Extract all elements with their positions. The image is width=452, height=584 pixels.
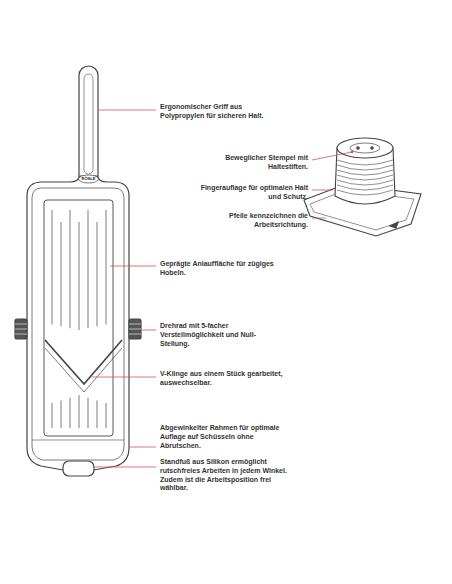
plate [44, 200, 113, 436]
callout-label: V-Klinge aus einem Stück gearbeitet, aus… [160, 370, 295, 388]
leader-line [94, 467, 156, 468]
leader-lines [92, 110, 352, 467]
logo-oval [79, 175, 99, 183]
callout-label: Beweglicher Stempel mit Haltestiften. [198, 154, 308, 172]
knob-right [129, 319, 141, 339]
ridge [337, 170, 393, 175]
slots [52, 210, 106, 428]
slot [79, 222, 80, 330]
slot [79, 395, 80, 428]
slot [106, 210, 107, 325]
ridge [337, 185, 393, 190]
stamp-inner [350, 143, 380, 153]
frame [27, 176, 129, 470]
knob-ridges [15, 324, 141, 334]
callout-label: Drehrad mit 5-facher Verstellmöglichkeit… [160, 322, 285, 348]
callout-label: Pfeile kennzeichnen die Arbeitsrichtung. [198, 212, 308, 230]
ridge [337, 175, 393, 180]
pusher-ridges [337, 160, 393, 195]
handle-groove [84, 74, 93, 174]
leader-line [312, 218, 326, 219]
slot [70, 398, 71, 428]
ridge [337, 180, 393, 185]
pusher [304, 138, 421, 236]
holding-pin [371, 147, 373, 149]
direction-arrow [390, 222, 398, 228]
slot [52, 210, 53, 325]
callout-label: Ergonomischer Griff aus Polypropylen für… [160, 103, 280, 121]
slot [61, 400, 62, 428]
slot [97, 400, 98, 428]
slot [61, 222, 62, 326]
mandoline [15, 66, 141, 476]
frame-inner [32, 188, 124, 460]
v-blade-edge [45, 348, 122, 392]
stamp-top [337, 138, 393, 158]
callout-label: Standfuß aus Silikon ermöglicht rutschfr… [160, 458, 300, 493]
knob-left [15, 319, 27, 339]
handle [79, 66, 98, 186]
callout-label: Geprägte Anlauffläche für zügiges Hobeln… [160, 260, 280, 278]
ridge [337, 165, 393, 170]
callout-label: Fingerauflage für optimalen Halt und Sch… [198, 184, 308, 202]
leader-dots [351, 151, 354, 154]
holding-pin [357, 147, 359, 149]
brand-logo: RÖSLE [82, 177, 96, 181]
ridge [337, 190, 393, 195]
frame-angle [32, 440, 124, 441]
slot [70, 210, 71, 328]
callout-label: Abgewinkelter Rahmen für optimale Auflag… [160, 424, 295, 450]
leader-line [312, 190, 333, 191]
slot [52, 403, 53, 428]
silicone-foot [63, 461, 94, 476]
leader-line [142, 330, 156, 331]
leader-line [97, 110, 156, 111]
ridge [337, 160, 393, 165]
slot [97, 222, 98, 326]
slot [88, 210, 89, 328]
leader-line [312, 152, 352, 160]
leader-line [92, 377, 156, 378]
leader-line [129, 447, 156, 448]
leader-line [110, 266, 156, 267]
slot [88, 398, 89, 428]
slot [106, 403, 107, 428]
